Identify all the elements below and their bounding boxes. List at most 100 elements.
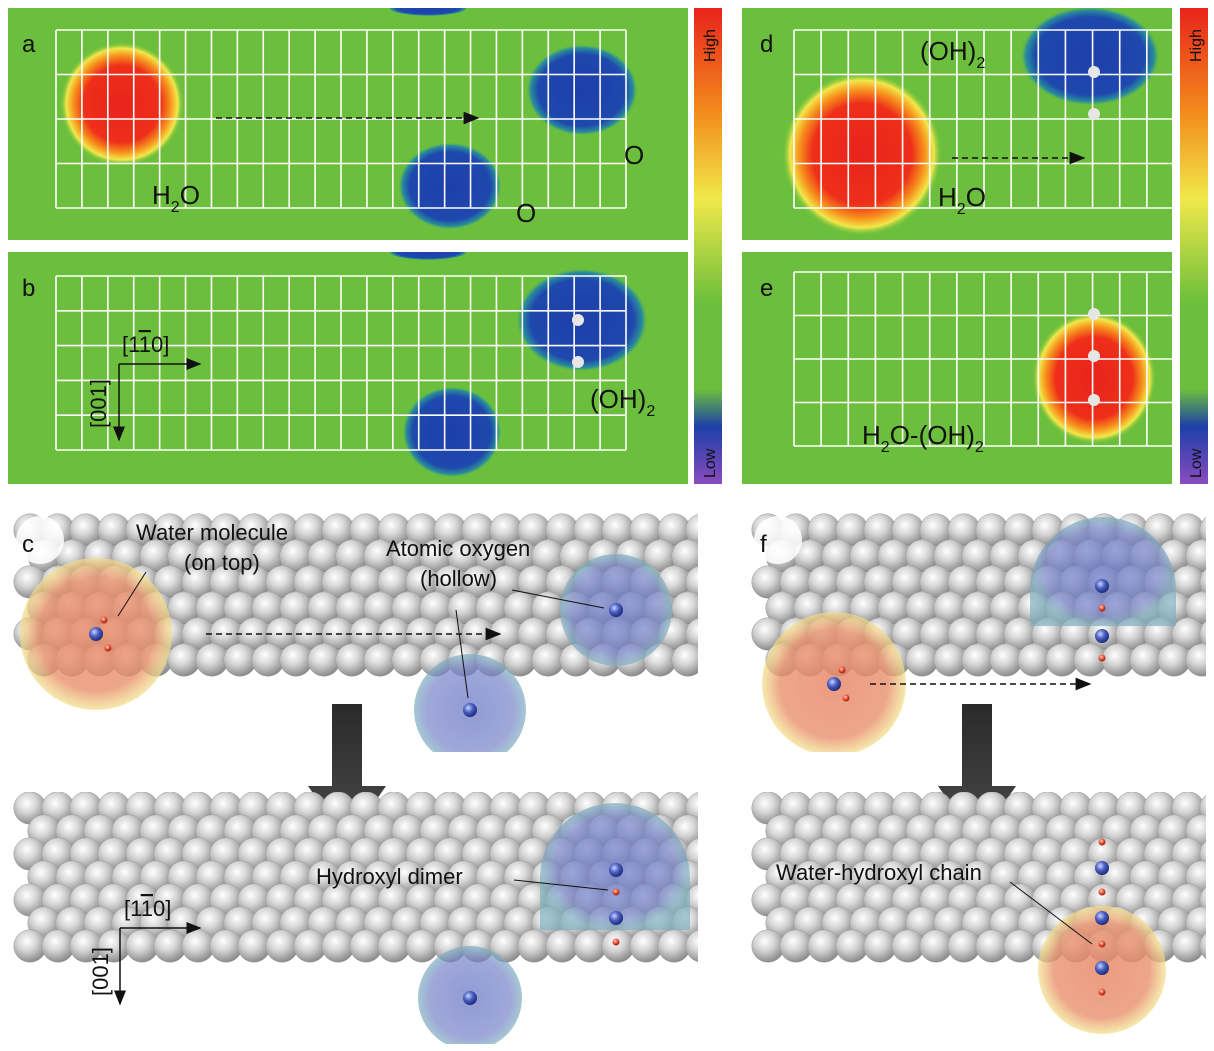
oxygen-spot bbox=[398, 142, 502, 230]
substrate-atom bbox=[961, 643, 995, 677]
substrate-atom bbox=[307, 643, 341, 677]
lattice-grid bbox=[55, 29, 627, 209]
substrate-atom bbox=[1157, 643, 1191, 677]
substrate-atom bbox=[685, 566, 698, 598]
substrate-atom bbox=[293, 929, 327, 963]
hydroxyl-marker bbox=[572, 314, 584, 326]
panel-b: b (OH)2 [110] [001] bbox=[8, 252, 688, 484]
substrate-atom bbox=[700, 540, 732, 572]
atomic-oxygen-label: Atomic oxygen bbox=[386, 536, 530, 561]
hydrogen-atom bbox=[838, 666, 846, 674]
substrate-atom bbox=[573, 929, 607, 963]
hydrogen-atom bbox=[1098, 838, 1106, 846]
substrate-atom bbox=[671, 643, 698, 677]
oxygen-label: O bbox=[624, 140, 644, 170]
panel-letter: b bbox=[22, 275, 35, 302]
substrate-atom bbox=[391, 643, 425, 677]
hollow-label: (hollow) bbox=[420, 566, 497, 591]
panel-c-top: c Water molecule (on top) Atomic oxygen … bbox=[13, 513, 732, 752]
colorbar-left: High Low bbox=[694, 8, 722, 484]
panel-letter: d bbox=[760, 31, 773, 58]
colorbar-high-label: High bbox=[1188, 29, 1205, 62]
panel-f-bottom: Water-hydroxyl chain bbox=[751, 792, 1206, 1034]
substrate-atom bbox=[1129, 643, 1163, 677]
substrate-atom bbox=[947, 929, 981, 963]
substrate-atom bbox=[751, 929, 785, 963]
hydrogen-atom bbox=[1098, 888, 1106, 896]
water-label: H2O bbox=[152, 180, 200, 216]
hydrogen-atom bbox=[612, 888, 620, 896]
oxygen-atom bbox=[1095, 861, 1109, 875]
leader-line bbox=[511, 589, 605, 609]
oxygen-atom bbox=[1095, 629, 1109, 643]
substrate-atom bbox=[167, 643, 201, 677]
substrate-atom bbox=[279, 643, 313, 677]
colorbar bbox=[694, 8, 722, 484]
panel-letter: c bbox=[22, 531, 34, 558]
substrate-atom bbox=[1101, 643, 1135, 677]
axis-label-horizontal: [110] bbox=[122, 332, 169, 357]
panel-e: e H2O-(OH)2 bbox=[742, 252, 1175, 484]
substrate-atom bbox=[1185, 539, 1206, 573]
substrate-atom bbox=[13, 929, 47, 963]
panel-letter: a bbox=[22, 31, 36, 58]
substrate-atom bbox=[700, 644, 732, 676]
substrate-atom bbox=[405, 929, 439, 963]
hydrogen-atom bbox=[1098, 940, 1106, 948]
substrate-atom bbox=[835, 929, 869, 963]
chain-hotspot bbox=[1032, 312, 1156, 444]
hydroxyl-marker bbox=[1088, 308, 1100, 320]
hydrogen-atom bbox=[100, 616, 108, 624]
substrate-atom bbox=[531, 643, 565, 677]
substrate-atom bbox=[601, 929, 635, 963]
leader-line bbox=[513, 879, 609, 891]
colorbar-right: High Low bbox=[1180, 8, 1208, 484]
substrate-atom bbox=[685, 930, 698, 962]
substrate-atom bbox=[989, 643, 1023, 677]
hydrogen-atom bbox=[1098, 604, 1106, 612]
axis-label-vertical: [001] bbox=[86, 379, 111, 428]
substrate-atom bbox=[700, 592, 732, 624]
substrate-atom bbox=[1199, 516, 1206, 544]
substrate-atom bbox=[1185, 591, 1206, 625]
substrate-atom bbox=[181, 929, 215, 963]
on-top-label: (on top) bbox=[184, 550, 260, 575]
water-hotspot bbox=[782, 72, 942, 236]
hydroxyl-marker bbox=[1088, 394, 1100, 406]
letter-badge bbox=[16, 516, 64, 564]
substrate-atom bbox=[700, 907, 732, 939]
substrate-atom bbox=[1199, 840, 1206, 868]
oxygen-atom bbox=[609, 603, 623, 617]
substrate-atom bbox=[321, 929, 355, 963]
hydroxyl-label: (OH)2 bbox=[920, 36, 985, 72]
panel-f-top: f bbox=[751, 513, 1206, 752]
substrate-atom bbox=[807, 929, 841, 963]
colorbar-high-label: High bbox=[702, 29, 719, 62]
oxygen-atom bbox=[1095, 579, 1109, 593]
oxygen-label: O bbox=[516, 198, 536, 228]
hydroxyl-marker bbox=[1088, 66, 1100, 78]
substrate-atom bbox=[125, 929, 159, 963]
substrate-atom bbox=[349, 929, 383, 963]
hydroxyl-marker bbox=[1088, 108, 1100, 120]
substrate-atom bbox=[363, 643, 397, 677]
substrate-atom bbox=[41, 929, 75, 963]
hydroxyl-halo bbox=[1030, 517, 1176, 626]
hydroxyl-dimer-label: Hydroxyl dimer bbox=[316, 864, 463, 889]
water-molecule-label: Water molecule bbox=[136, 520, 288, 545]
oxygen-atom bbox=[1095, 961, 1109, 975]
colorbar bbox=[1180, 8, 1208, 484]
colorbar-low-label: Low bbox=[702, 448, 719, 478]
letter-badge bbox=[754, 516, 802, 564]
colorbar-low-label: Low bbox=[1188, 448, 1205, 478]
oxygen-atom bbox=[609, 863, 623, 877]
edge-spot bbox=[388, 252, 468, 260]
oxygen-atom bbox=[609, 911, 623, 925]
substrate-atom bbox=[545, 929, 579, 963]
hydrogen-atom bbox=[842, 694, 850, 702]
hydrogen-atom bbox=[612, 938, 620, 946]
substrate-atom bbox=[1017, 643, 1051, 677]
substrate-atom bbox=[1199, 620, 1206, 648]
water-hydroxyl-chain-label: Water-hydroxyl chain bbox=[776, 860, 982, 885]
hydroxyl-marker bbox=[572, 356, 584, 368]
